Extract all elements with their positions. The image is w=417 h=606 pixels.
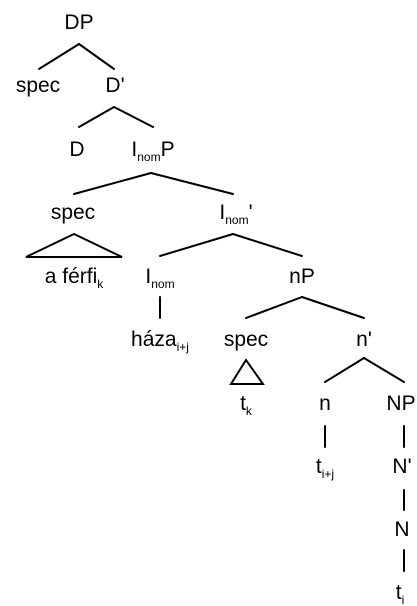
edge-inombar-inom xyxy=(159,233,234,257)
node-spec-np: spec xyxy=(224,328,268,351)
edge-np-nbar xyxy=(301,296,365,319)
edge-inomp-inombar xyxy=(150,172,234,195)
tree-nodes: DP spec D' D InomP spec Inom' a férfik I… xyxy=(16,11,416,606)
triangle-spec-np xyxy=(229,358,265,385)
node-NP: NP xyxy=(386,392,415,415)
edge-nbar-n xyxy=(324,357,365,383)
node-haza: házai+j xyxy=(131,328,189,354)
node-spec-inomp: spec xyxy=(51,201,95,224)
node-ti: ti xyxy=(396,581,405,606)
edge-dbar-d xyxy=(78,106,115,128)
node-d-bar: D' xyxy=(105,74,124,97)
edge-nbar-NP xyxy=(363,357,405,383)
node-dp: DP xyxy=(64,11,93,34)
node-spec-dp: spec xyxy=(16,74,60,97)
edge-dp-dbar xyxy=(78,43,115,70)
node-tij: ti+j xyxy=(316,455,334,481)
node-n-bar: n' xyxy=(356,328,372,351)
edge-inomp-spec xyxy=(73,172,152,195)
edge-inombar-np xyxy=(232,233,303,257)
node-inom: Inom xyxy=(145,265,174,291)
node-np: nP xyxy=(289,265,315,288)
edge-np-spec xyxy=(245,296,303,319)
triangle-spec-inomp xyxy=(25,232,123,258)
tree-edges xyxy=(38,43,405,572)
node-inom-bar: Inom' xyxy=(219,201,252,227)
node-tk: tk xyxy=(240,392,253,418)
node-inomp: InomP xyxy=(131,138,174,164)
node-d: D xyxy=(69,138,84,161)
node-N-bar: N' xyxy=(392,455,411,478)
node-n: n xyxy=(319,392,331,415)
node-N: N xyxy=(394,518,409,541)
edge-dbar-inomp xyxy=(113,106,154,128)
edge-dp-spec xyxy=(38,43,80,70)
node-a-ferfi: a férfik xyxy=(45,265,105,291)
